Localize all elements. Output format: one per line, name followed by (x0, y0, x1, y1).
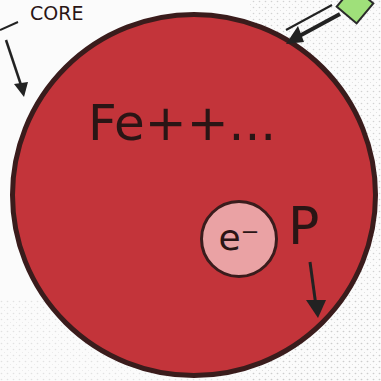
core-circle: Fe++... e⁻ (10, 12, 378, 378)
arrowhead (306, 300, 326, 318)
electron-circle: e⁻ (200, 200, 278, 278)
arrowhead (286, 26, 304, 44)
green-arrow-shaft (292, 14, 340, 40)
arrowhead (14, 82, 28, 97)
core-leader (6, 40, 22, 88)
electron-label: e⁻ (218, 217, 259, 258)
green-arrow-shaft (286, 5, 332, 30)
part-name: CORE (30, 2, 83, 24)
ion-label: Fe++... (88, 94, 276, 152)
green-marker (337, 0, 374, 23)
sketch-stroke (0, 22, 18, 30)
p-arrow (310, 262, 316, 306)
momentum-label: P (288, 196, 319, 256)
core-outline (10, 12, 378, 378)
